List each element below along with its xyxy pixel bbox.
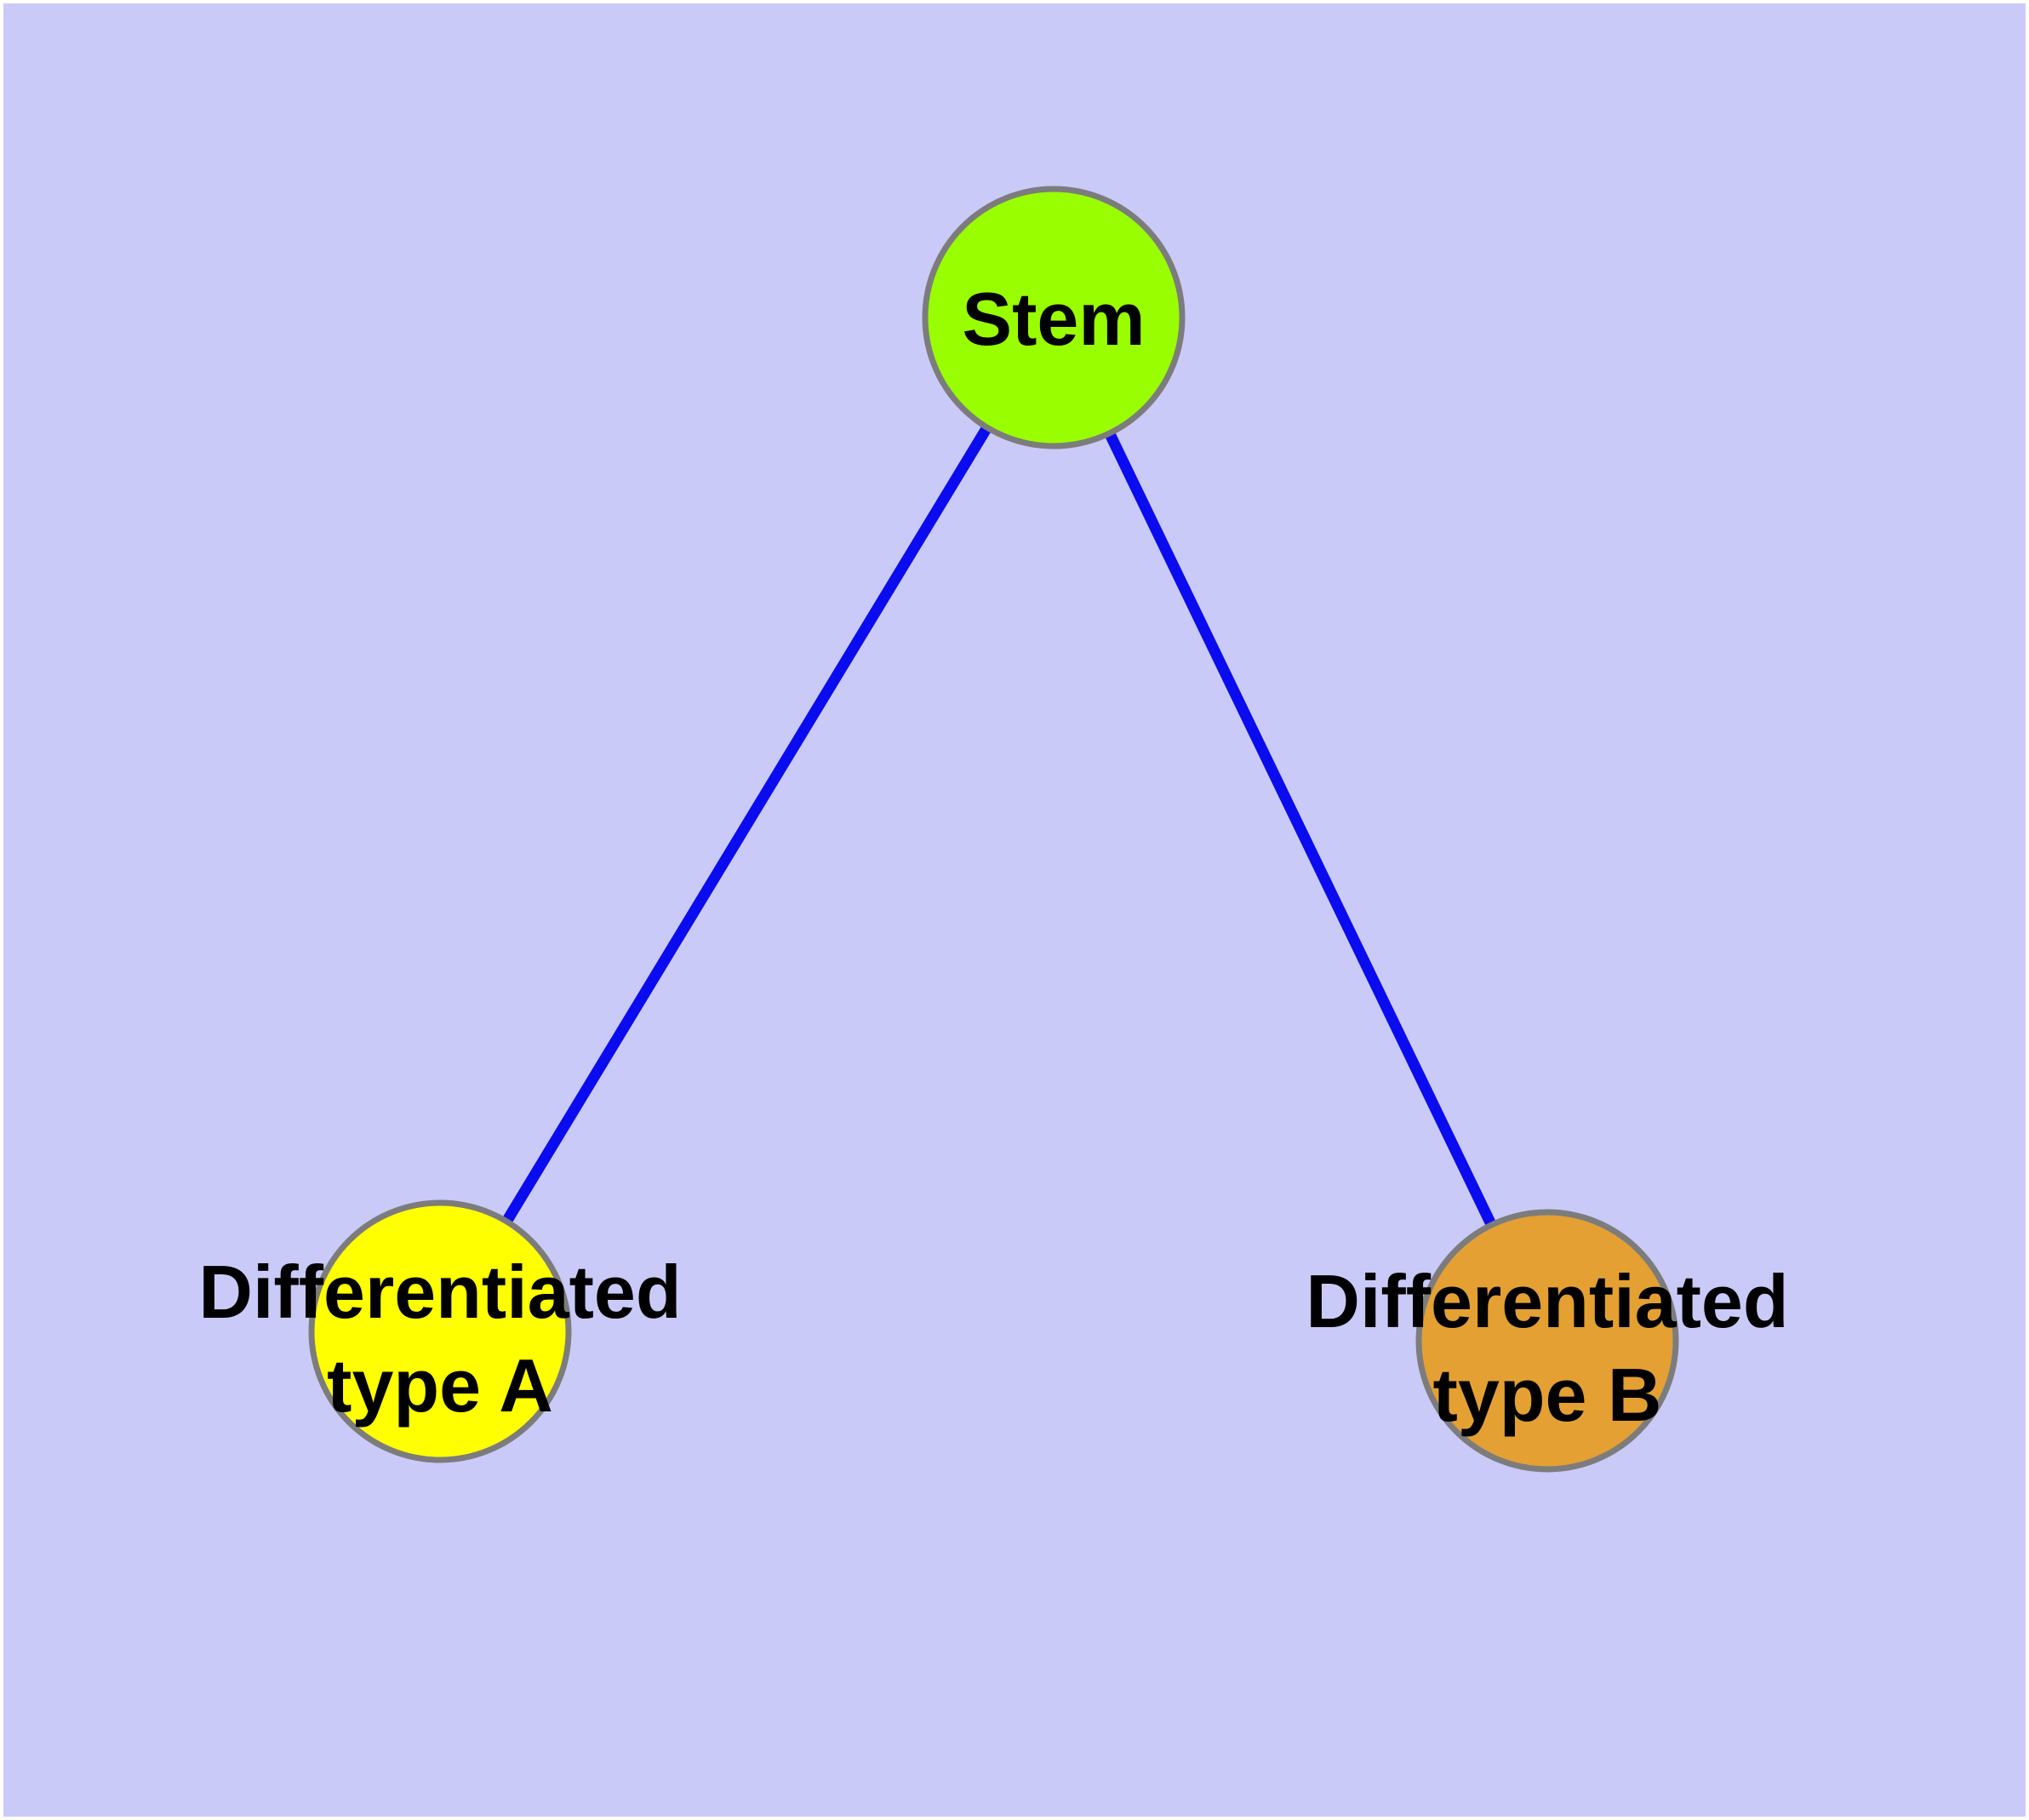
node-differentiated-type-b xyxy=(1415,1209,1679,1473)
node-stem xyxy=(922,186,1186,449)
node-type-b-label-line2: type B xyxy=(1433,1353,1662,1437)
edge-stem-to-type-a xyxy=(435,314,1059,1335)
node-stem-label: Stem xyxy=(962,277,1145,361)
node-type-a-label-line1: Differentiated xyxy=(198,1250,681,1334)
edge-stem-to-type-b xyxy=(1049,315,1552,1343)
node-differentiated-type-a xyxy=(308,1199,572,1463)
node-type-a-label-line2: type A xyxy=(327,1343,553,1428)
node-type-b-label-line1: Differentiated xyxy=(1306,1259,1788,1343)
